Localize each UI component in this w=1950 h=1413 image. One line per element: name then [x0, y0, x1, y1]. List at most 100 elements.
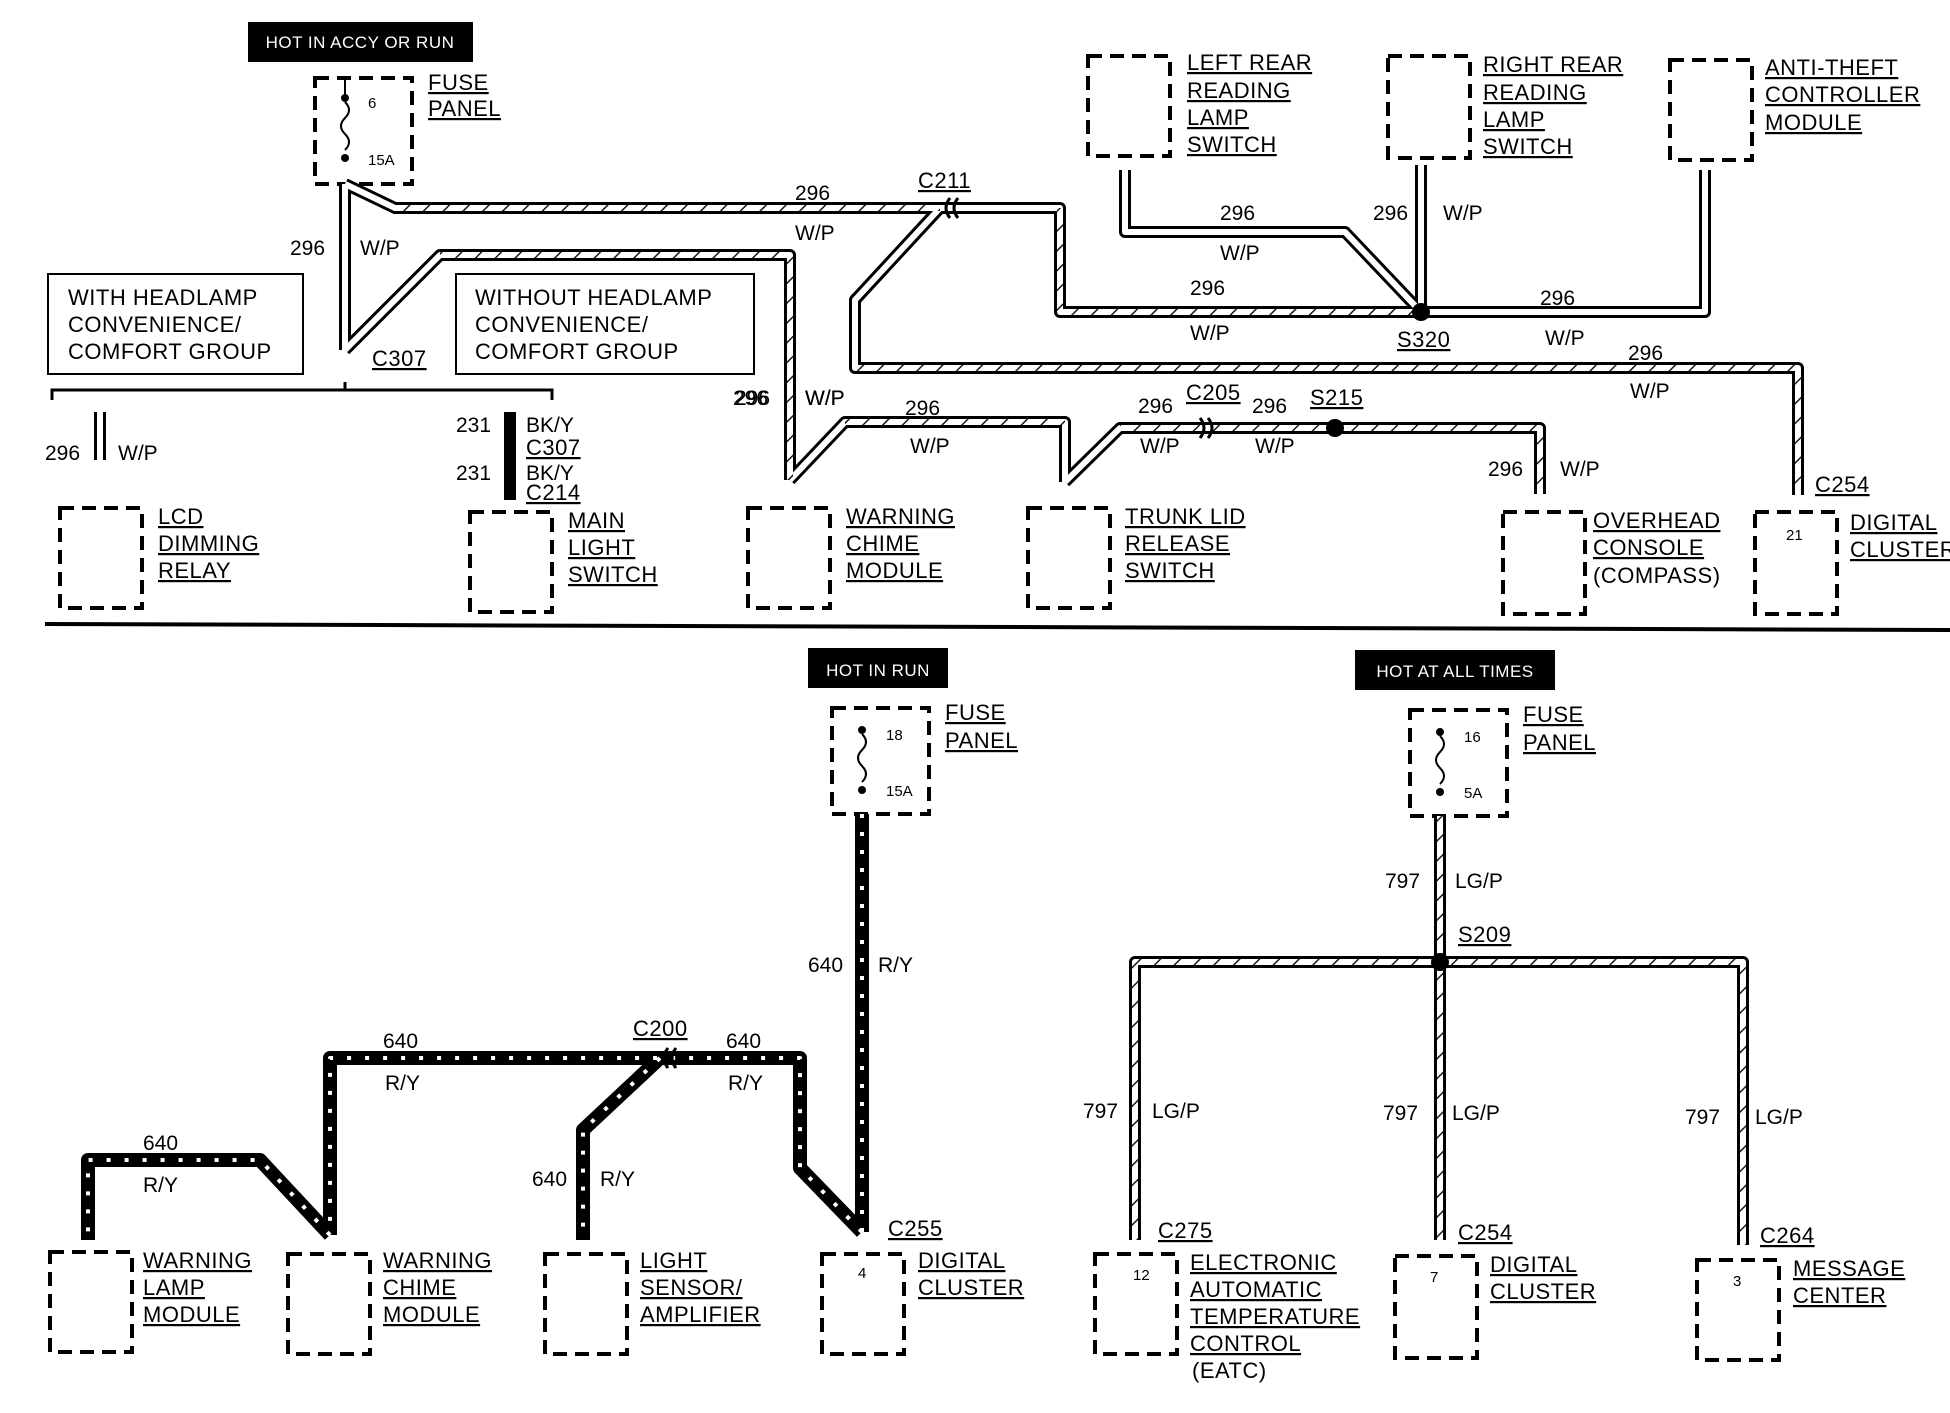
connector-label: C275 [1158, 1218, 1213, 1243]
section-divider [44, 622, 1950, 632]
lcd-dimming-relay-box [58, 506, 144, 610]
left-rear-lamp-switch-box [1086, 54, 1172, 158]
wire-color: LG/P [1755, 1106, 1803, 1129]
svg-text:CONSOLE: CONSOLE [1593, 535, 1704, 560]
svg-text:RELEASE: RELEASE [1125, 531, 1230, 556]
fuse-panel-16: 16 5A FUSE PANEL [1408, 702, 1596, 818]
svg-text:DIGITAL: DIGITAL [1490, 1252, 1577, 1277]
wire-color: W/P [805, 387, 845, 410]
svg-text:LAMP: LAMP [143, 1275, 205, 1300]
connector-c205 [1198, 417, 1214, 439]
svg-text:(EATC): (EATC) [1192, 1358, 1267, 1383]
svg-text:CONTROLLER: CONTROLLER [1765, 82, 1920, 107]
wire-color: W/P [1560, 458, 1600, 481]
wire-number: 296 [1628, 342, 1663, 365]
svg-text:MODULE: MODULE [383, 1302, 480, 1327]
digital-cluster-box-top [1753, 510, 1839, 616]
svg-text:MODULE: MODULE [143, 1302, 240, 1327]
eatc-pin: 12 [1133, 1267, 1150, 1284]
wire-number: 797 [1385, 870, 1420, 893]
trunk-lid-switch-box [1026, 506, 1112, 610]
hot-accy-run-text: HOT IN ACCY OR RUN [266, 33, 455, 52]
wires-296 [94, 165, 1804, 500]
svg-text:RELAY: RELAY [158, 558, 231, 583]
digital-cluster-box-bottom [820, 1252, 906, 1356]
connector-label: C255 [888, 1216, 943, 1241]
wire-color: R/Y [143, 1174, 178, 1197]
wire-color: W/P [1545, 327, 1585, 350]
trunk-lid-label: TRUNK LID RELEASE SWITCH [1125, 504, 1246, 583]
svg-text:READING: READING [1483, 80, 1587, 105]
svg-text:HOT IN RUN: HOT IN RUN [826, 661, 930, 680]
group-label: COMFORT GROUP [475, 339, 679, 364]
wire-number: 296 [905, 397, 940, 420]
cluster-pin: 7 [1430, 1269, 1438, 1286]
connector-label: C205 [1186, 380, 1241, 405]
wire-number: 640 [143, 1132, 178, 1155]
svg-text:OVERHEAD: OVERHEAD [1593, 508, 1720, 533]
light-sensor-box [543, 1252, 629, 1356]
svg-text:SWITCH: SWITCH [1483, 134, 1573, 159]
svg-text:CENTER: CENTER [1793, 1283, 1886, 1308]
group-brace [50, 382, 554, 400]
svg-text:CLUSTER: CLUSTER [918, 1275, 1024, 1300]
svg-text:MAIN: MAIN [568, 508, 625, 533]
svg-text:TRUNK LID: TRUNK LID [1125, 504, 1246, 529]
connector-c200 [662, 1047, 678, 1069]
splice-label: S209 [1458, 922, 1511, 947]
svg-text:CHIME: CHIME [846, 531, 919, 556]
wire-number: 296 [1488, 458, 1523, 481]
svg-text:18: 18 [886, 727, 903, 744]
hot-run-banner: HOT IN RUN [808, 648, 948, 688]
message-center-box [1695, 1258, 1781, 1362]
svg-text:SWITCH: SWITCH [1125, 558, 1215, 583]
warning-lamp-module-box [48, 1250, 134, 1354]
splice-s215 [1326, 419, 1344, 437]
wire-number: 296 [795, 182, 830, 205]
svg-text:WARNING: WARNING [143, 1248, 252, 1273]
fuse-panel-6: 6 15A FUSE PANEL [313, 70, 501, 186]
connector-label: C214 [526, 480, 581, 505]
wires-797 [1129, 816, 1749, 1245]
anti-theft-label: ANTI-THEFT CONTROLLER MODULE [1765, 55, 1920, 135]
eatc-box [1093, 1252, 1179, 1356]
wire-number: 797 [1083, 1100, 1118, 1123]
fuse-rating: 15A [368, 152, 395, 169]
wire-color: R/Y [728, 1072, 763, 1095]
right-rear-label: RIGHT REAR READING LAMP SWITCH [1483, 52, 1623, 159]
svg-text:DIMMING: DIMMING [158, 531, 259, 556]
svg-text:DIGITAL: DIGITAL [918, 1248, 1005, 1273]
svg-text:WARNING: WARNING [846, 504, 955, 529]
wire-number: 296 [735, 387, 770, 410]
main-light-label: MAIN LIGHT SWITCH [568, 508, 657, 587]
svg-text:LIGHT: LIGHT [640, 1248, 707, 1273]
wire-number: 640 [383, 1030, 418, 1053]
wire-color: R/Y [878, 954, 913, 977]
wire-number: 296 [1252, 395, 1287, 418]
svg-text:CLUSTER: CLUSTER [1490, 1279, 1596, 1304]
wire-number: 296 [290, 237, 325, 260]
warning-lamp-label: WARNING LAMP MODULE [143, 1248, 252, 1327]
wire-number: 296 [1220, 202, 1255, 225]
warning-chime-module-box [746, 506, 832, 610]
group-label: COMFORT GROUP [68, 339, 272, 364]
eatc-label: ELECTRONIC AUTOMATIC TEMPERATURE CONTROL… [1190, 1250, 1360, 1383]
left-rear-label: LEFT REAR READING LAMP SWITCH [1187, 50, 1312, 157]
message-center-pin: 3 [1733, 1273, 1741, 1290]
svg-text:(COMPASS): (COMPASS) [1593, 563, 1721, 588]
wire-color: LG/P [1452, 1102, 1500, 1125]
wire-color: LG/P [1455, 870, 1503, 893]
connector-label: C307 [526, 435, 581, 460]
svg-text:MESSAGE: MESSAGE [1793, 1256, 1905, 1281]
warning-chime-label: WARNING CHIME MODULE [846, 504, 955, 583]
splice-s320 [1412, 303, 1430, 321]
svg-text:5A: 5A [1464, 785, 1482, 802]
connector-c211 [944, 197, 960, 219]
svg-text:SWITCH: SWITCH [1187, 132, 1277, 157]
splice-label: S320 [1397, 327, 1450, 352]
without-group-box: WITHOUT HEADLAMP CONVENIENCE/ COMFORT GR… [455, 273, 755, 375]
connector-label: C200 [633, 1016, 688, 1041]
svg-text:CLUSTER: CLUSTER [1850, 537, 1950, 562]
